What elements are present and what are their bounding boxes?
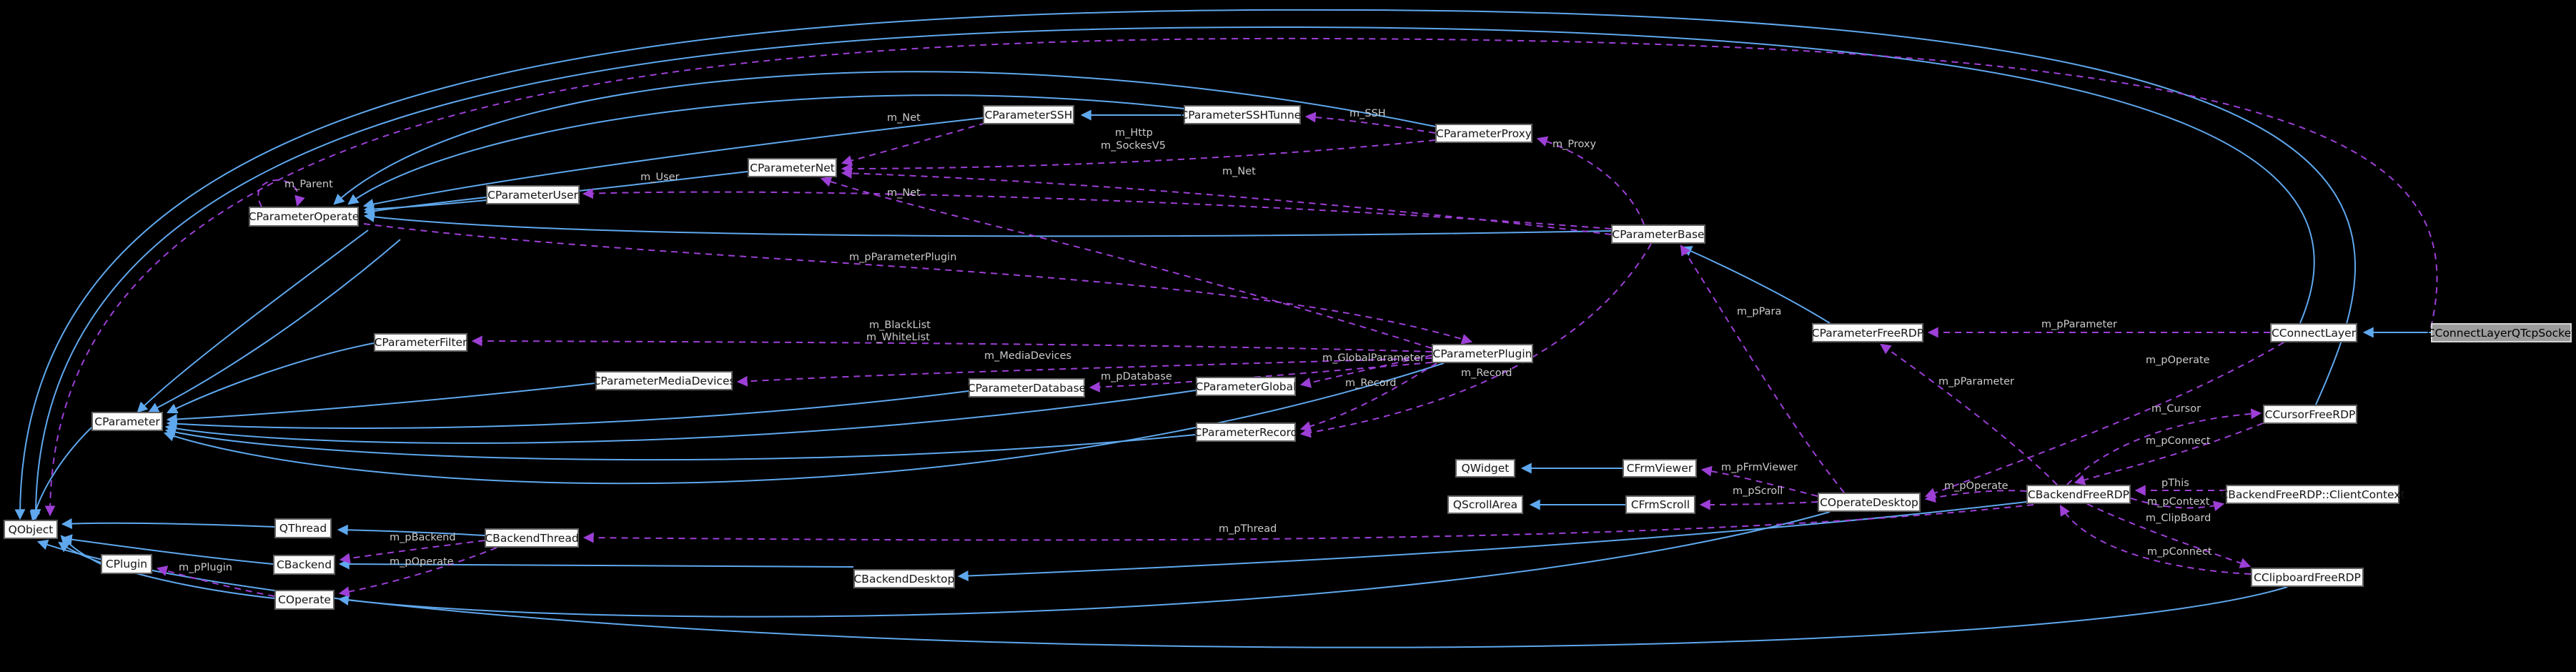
node-cplugin[interactable]: CPlugin [101,554,152,574]
node-cparametermediadevices[interactable]: CParameterMediaDevices [593,371,735,390]
edge-label-m_pPara: m_pPara [1737,306,1782,317]
edge-label-m_pConnect: m_pConnect [2146,435,2211,447]
edge-label-m_User: m_User [640,172,680,183]
edge-label-m_Record: m_Record [1345,377,1397,389]
edge-label-m_pFrmViewer: m_pFrmViewer [1721,462,1798,473]
edge-label-m_GlobalParameter: m_GlobalParameter [1322,352,1425,364]
edge-label-m_pContext: m_pContext [2147,496,2210,508]
node-cparameterglobal[interactable]: CParameterGlobal [1196,377,1296,396]
node-cbackend[interactable]: CBackend [273,555,335,575]
node-cparameterssh[interactable]: CParameterSSH [983,105,1074,124]
node-cparameterproxy[interactable]: CParameterProxy [1435,124,1532,143]
edge-label-m_Record: m_Record [1461,367,1512,379]
node-coperate[interactable]: COperate [274,590,335,610]
edge-label-m_pThread: m_pThread [1219,523,1277,535]
edge-label-pThis: pThis [2161,478,2189,489]
node-cparameternet[interactable]: CParameterNet [748,158,837,177]
edge-label-m_pParameter: m_pParameter [2041,319,2118,330]
edge-label-m_pParameterPlugin: m_pParameterPlugin [849,252,957,263]
edge-label-m_pScroll: m_pScroll [1733,485,1783,497]
edge-label-m_MediaDevices: m_MediaDevices [984,350,1072,362]
node-cbackendfreerdp[interactable]: CBackendFreeRDP [2026,485,2131,504]
node-cparameteroperate[interactable]: CParameterOperate [249,207,359,227]
node-cconnectlayer[interactable]: CConnectLayer [2270,323,2357,342]
edge-label-m_Net: m_Net [887,187,921,199]
node-cbackenddesktop[interactable]: CBackendDesktop [853,569,955,588]
node-coperatedesktop[interactable]: COperateDesktop [1818,493,1921,512]
edge-label-m_pOperate: m_pOperate [2146,355,2210,366]
edge-label-m_WhiteList: m_WhiteList [866,332,930,343]
node-cparameterfreerdp[interactable]: CParameterFreeRDP [1812,323,1923,342]
edge-label-m_BlackList: m_BlackList [869,320,931,331]
edge-label-m_pParameter: m_pParameter [1938,376,2015,387]
edge-label-m_pPlugin: m_pPlugin [179,562,232,573]
edge-label-m_Proxy: m_Proxy [1552,139,1597,150]
node-cfrmscroll[interactable]: CFrmScroll [1625,495,1695,514]
node-cparameteruser[interactable]: CParameterUser [486,185,580,204]
edge-label-m_SSH: m_SSH [1349,108,1386,119]
edge-label-m_SockesV5: m_SockesV5 [1101,140,1166,152]
edge-label-m_ClipBoard: m_ClipBoard [2146,513,2211,524]
node-cbackendthread[interactable]: CBackendThread [485,528,579,548]
edge-label-m_Net: m_Net [1222,166,1256,177]
edge-label-m_pDatabase: m_pDatabase [1101,371,1172,382]
node-qscrollarea[interactable]: QScrollArea [1447,495,1523,514]
node-cparameter[interactable]: CParameter [91,412,163,431]
edge-label-m_Net: m_Net [887,112,921,124]
node-qthread[interactable]: QThread [274,518,332,538]
node-qwidget[interactable]: QWidget [1455,459,1515,478]
node-cparameterbase[interactable]: CParameterBase [1611,224,1705,244]
edge-label-m_Http: m_Http [1115,127,1153,139]
node-cparameterplugin[interactable]: CParameterPlugin [1432,344,1533,363]
node-cparameterdatabase[interactable]: CParameterDatabase [968,378,1086,397]
edge-label-m_pBackend: m_pBackend [390,532,456,543]
node-cparametersshtunnel[interactable]: CParameterSSHTunnel [1180,105,1304,124]
edge-label-m_Cursor: m_Cursor [2151,403,2201,415]
edge-label-m_pConnect: m_pConnect [2147,546,2212,558]
usage-edges [44,37,2438,598]
node-cfrmviewer[interactable]: CFrmViewer [1623,459,1697,478]
node-cparameterrecord[interactable]: CParameterRecord [1194,423,1298,442]
edge-label-m_Parent: m_Parent [284,179,333,190]
node-cconnectlayerqtcpsocket[interactable]: CConnectLayerQTcpSocket [2427,323,2575,342]
node-cclipboardfreerdp[interactable]: CClipboardFreeRDP [2251,568,2364,587]
node-qobject[interactable]: QObject [4,520,58,539]
edge-label-m_pOperate: m_pOperate [1944,480,2008,492]
node-ccursorfreerdp[interactable]: CCursorFreeRDP [2263,405,2357,424]
node-cparameterfilter[interactable]: CParameterFilter [374,333,467,352]
node-clientcontext[interactable]: CBackendFreeRDP::ClientContext [2220,485,2405,504]
edge-label-m_pOperate: m_pOperate [390,556,454,568]
